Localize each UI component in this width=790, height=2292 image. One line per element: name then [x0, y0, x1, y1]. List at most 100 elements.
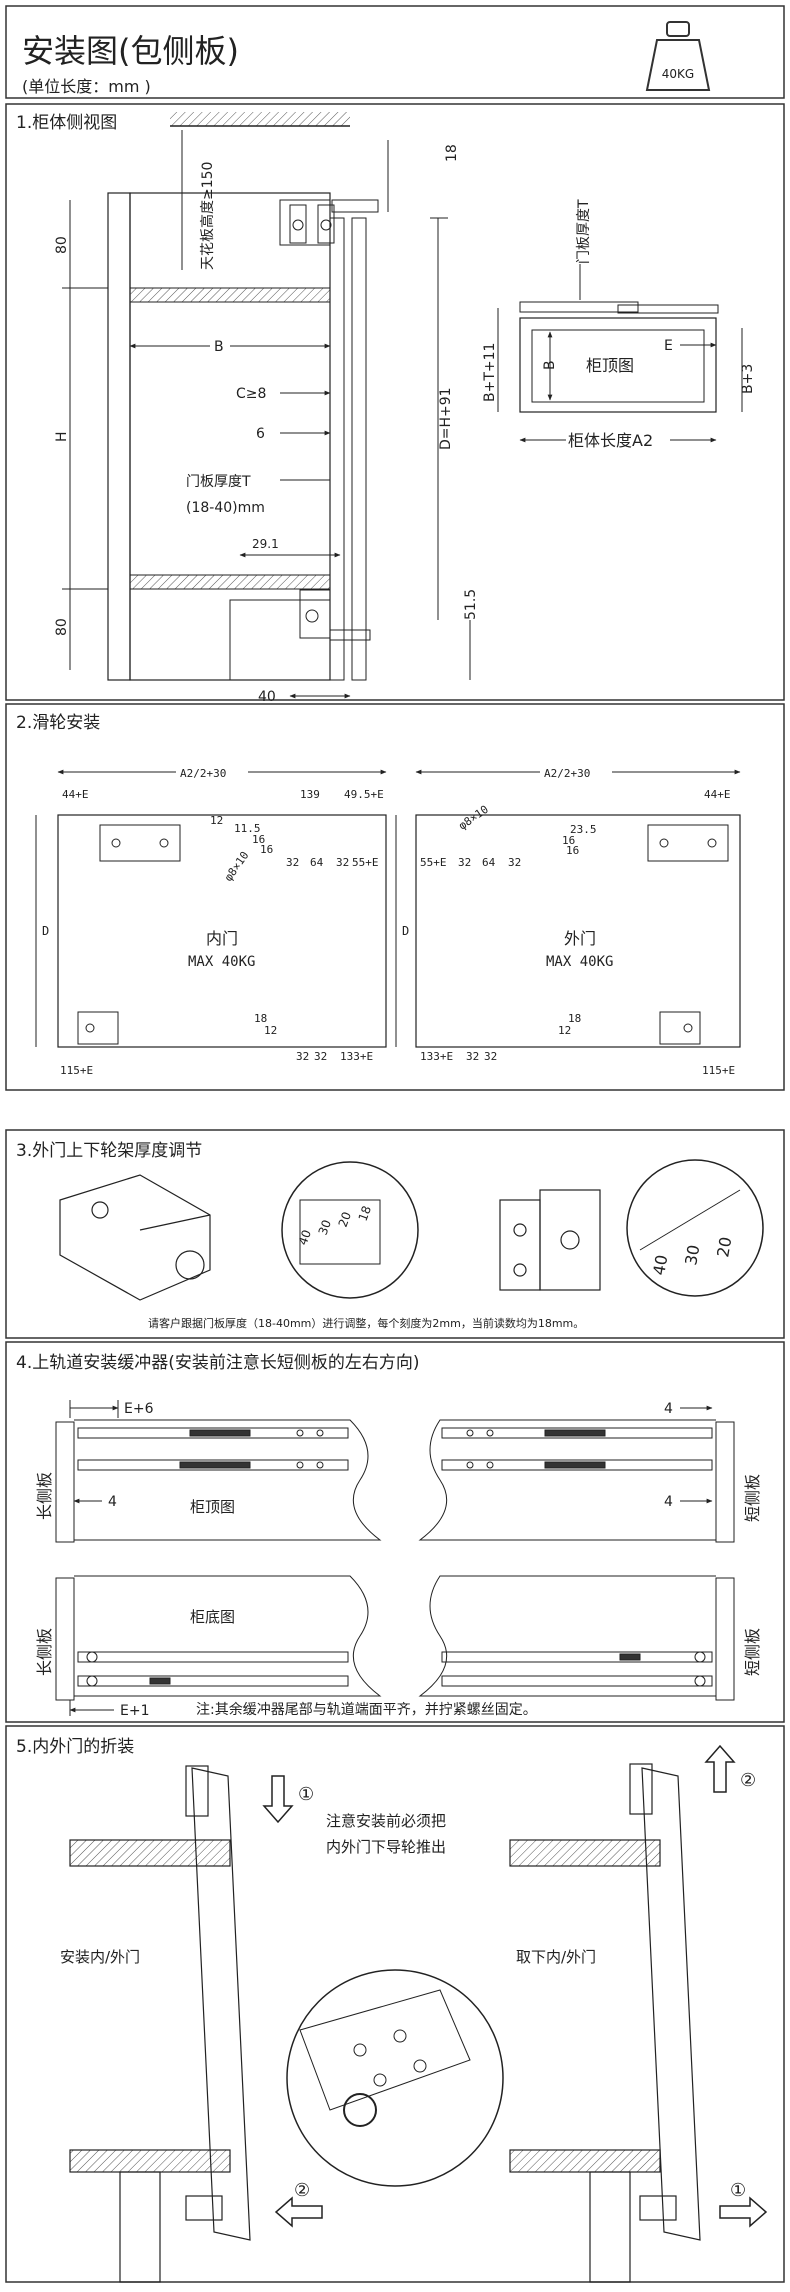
- section-5-door-assembly: 5.内外门的折装 安装内/外门 ① ② 注意安装前必须: [5, 1725, 785, 2283]
- left-scale-30: 30: [316, 1218, 334, 1237]
- inner-dim-12b: 12: [264, 1024, 277, 1037]
- outer-dim-12: 12: [558, 1024, 571, 1037]
- unit-note: (单位长度：mm ): [22, 77, 151, 96]
- note-line-2: 内外门下导轮推出: [326, 1838, 446, 1856]
- inner-dim-32a: 32: [286, 856, 299, 869]
- remove-step-1: ①: [730, 2180, 746, 2201]
- section-4-buffer-install: 4.上轨道安装缓冲器(安装前注意长短侧板的左右方向) E+6 4: [5, 1341, 785, 1723]
- inner-dim-D: D: [42, 924, 49, 938]
- roller-detail-magnifier: [286, 1969, 504, 2187]
- dim-C: C≥8: [236, 386, 266, 402]
- dim-40: 40: [258, 689, 276, 705]
- top-bracket-drawing: [59, 1174, 211, 1301]
- outer-dim-16a: 16: [562, 834, 575, 847]
- dim-29-1: 29.1: [252, 537, 279, 551]
- inner-dim-133e: 133+E: [340, 1050, 373, 1063]
- section-3-thickness-adjust: 3.外门上下轮架厚度调节 40 30 20 18 40: [5, 1129, 785, 1339]
- inner-door-diagram: A2/2+30 44+E 139 49.5+E 12 11.5 16 16 φ8…: [35, 762, 387, 1077]
- outer-dim-32c: 32: [466, 1050, 479, 1063]
- bottom-bracket-drawing: [499, 1189, 601, 1291]
- arrow-up-icon: [704, 1744, 736, 1793]
- long-side-label-bottom: 长侧板: [35, 1628, 54, 1676]
- outer-top-bracket: [647, 824, 729, 862]
- inner-dim-18: 18: [254, 1012, 267, 1025]
- door-thickness-label: 门板厚度T: [186, 474, 251, 490]
- inner-dim-64: 64: [310, 856, 324, 869]
- inner-max-load: MAX 40KG: [188, 954, 255, 970]
- inner-dim-32c: 32: [296, 1050, 309, 1063]
- arrow-right-icon: [719, 2196, 768, 2228]
- dim-D: D=H+91: [438, 387, 454, 450]
- section-4-note: 注:其余缓冲器尾部与轨道端面平齐，并拧紧螺丝固定。: [196, 1701, 537, 1718]
- outer-dim-55e: 55+E: [420, 856, 447, 869]
- top-view-label-s4: 柜顶图: [190, 1498, 235, 1516]
- dim-4-top-right: 4: [664, 1401, 673, 1417]
- dim-18: 18: [444, 144, 460, 162]
- outer-door-label: 外门: [564, 929, 596, 948]
- remove-step-2: ②: [740, 1770, 756, 1791]
- outer-dim-115e: 115+E: [702, 1064, 735, 1077]
- top-view-cabinet: [519, 317, 717, 413]
- inner-dim-16b: 16: [260, 843, 273, 856]
- outer-dim-D: D: [402, 924, 409, 938]
- inner-dim-55e: 55+E: [352, 856, 379, 869]
- inner-door-panel: [57, 814, 387, 1048]
- install-step-1: ①: [298, 1784, 314, 1805]
- dim-BT11: B+T+11: [482, 343, 498, 402]
- bottom-roller-hardware: [299, 589, 371, 641]
- inner-dim-12: 12: [210, 814, 223, 827]
- door-panel: [329, 217, 345, 681]
- bottom-view-label: 柜底图: [190, 1608, 235, 1626]
- inner-dim-115e: 115+E: [60, 1064, 93, 1077]
- dim-B: B: [214, 339, 224, 355]
- top-rail-left: [55, 1419, 382, 1543]
- outer-dim-16b: 16: [566, 844, 579, 857]
- door-thickness-range: (18-40)mm: [186, 500, 265, 516]
- left-scale-18: 18: [356, 1204, 374, 1223]
- short-side-label-bottom: 短侧板: [743, 1628, 762, 1676]
- left-scale-magnifier: 40 30 20 18: [281, 1161, 419, 1299]
- inner-dim-16a: 16: [252, 833, 265, 846]
- outer-dim-44e: 44+E: [704, 788, 731, 801]
- section-2-roller-install: 2.滑轮安装 A2/2+30 44+E 139 49.5+E 12 11.5 1…: [5, 703, 785, 1091]
- door-thickness-top-label: 门板厚度T: [576, 199, 592, 264]
- remove-drawing: [509, 1763, 701, 2283]
- outer-door-panel: [415, 814, 741, 1048]
- weight-icon: [645, 21, 711, 91]
- right-scale-20: 20: [713, 1235, 735, 1258]
- top-board: [129, 287, 331, 303]
- outer-door-diagram: A2/2+30 44+E φ8×10 23.5 16 16 55+E 32 64…: [395, 762, 741, 1077]
- dim-E6: E+6: [124, 1401, 154, 1417]
- inner-dim-49-5e: 49.5+E: [344, 788, 384, 801]
- short-side-label-top: 短侧板: [743, 1474, 762, 1522]
- right-scale-40: 40: [649, 1253, 671, 1276]
- long-side-label-top: 长侧板: [35, 1472, 54, 1520]
- arrow-left-icon: [274, 2196, 323, 2228]
- outer-dim-32b: 32: [508, 856, 521, 869]
- section-1-heading: 1.柜体侧视图: [16, 113, 117, 133]
- dim-80-top: 80: [54, 236, 70, 254]
- dim-51-5: 51.5: [463, 589, 479, 620]
- page-title: 安装图(包侧板): [22, 32, 239, 70]
- top-view-door: [519, 301, 639, 313]
- outer-dim-133e: 133+E: [420, 1050, 453, 1063]
- right-scale-magnifier: 40 30 20: [626, 1159, 764, 1297]
- install-label: 安装内/外门: [60, 1948, 140, 1966]
- top-rail-right: [418, 1419, 735, 1543]
- outer-dim-64: 64: [482, 856, 496, 869]
- install-drawing: [69, 1765, 251, 2283]
- inner-door-label: 内门: [206, 929, 238, 948]
- inner-bottom-bracket: [77, 1011, 119, 1045]
- ceiling-hatch: [170, 112, 350, 126]
- dim-80-bottom: 80: [54, 618, 70, 636]
- inner-hole-spec: φ8×10: [222, 849, 252, 884]
- outer-max-load: MAX 40KG: [546, 954, 613, 970]
- dim-4-mid-right: 4: [664, 1494, 673, 1510]
- inner-dim-139: 139: [300, 788, 320, 801]
- bottom-rail-right: [418, 1575, 735, 1701]
- inner-dim-a2: A2/2+30: [180, 767, 226, 780]
- dim-H: H: [54, 431, 70, 442]
- dim-B-small: B: [542, 360, 558, 370]
